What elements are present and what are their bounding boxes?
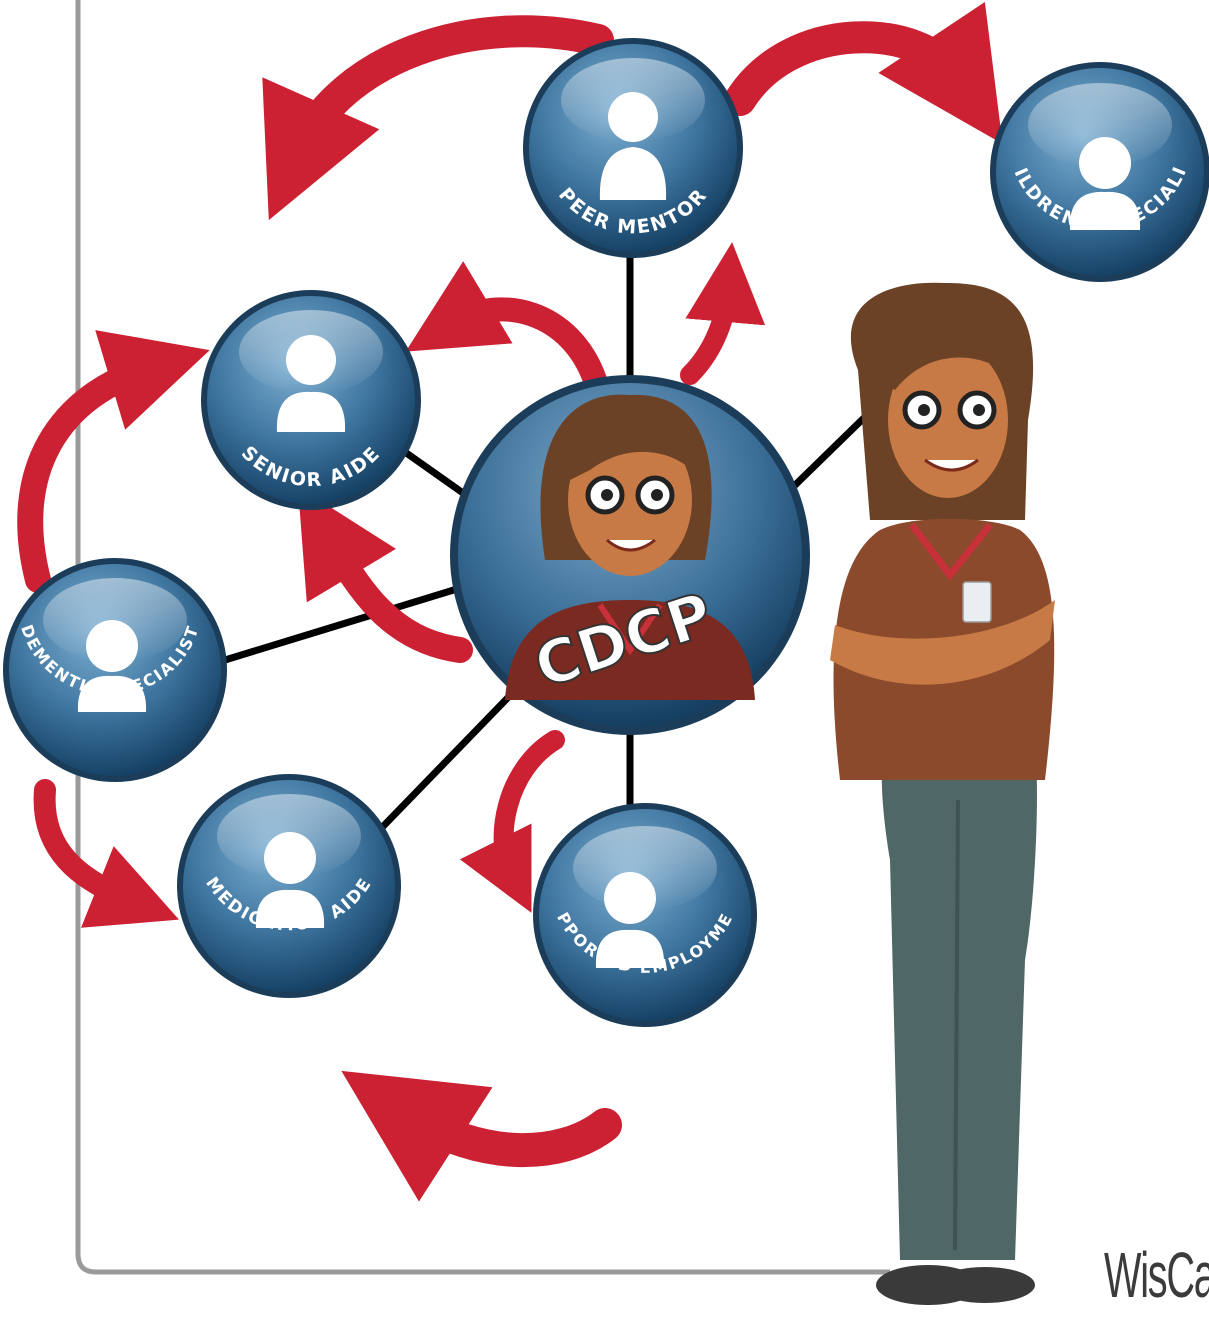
- caregiver-avatar: [505, 394, 755, 700]
- node-senior-aide: SENIOR AIDE: [201, 290, 421, 510]
- person-icon: [595, 872, 665, 968]
- person-icon: [599, 92, 667, 200]
- node-dementia-specialist: DEMENTIA SPECIALIST: [3, 558, 227, 782]
- person-icon: [77, 620, 147, 712]
- person-icon: [1069, 137, 1141, 230]
- person-icon: [255, 832, 325, 928]
- brand-wordmark: WisCa: [1104, 1239, 1209, 1311]
- node-medication-aide: MEDICATION AIDE: [177, 774, 401, 998]
- node-peer-mentor: PEER MENTOR: [523, 38, 743, 258]
- node-center-cdcp: CDCP: [450, 375, 810, 735]
- frame-border: [75, 0, 890, 1275]
- progression-arrows: [17, 1, 1003, 1202]
- caregiver-illustration: [830, 282, 1055, 1305]
- person-icon: [276, 335, 346, 432]
